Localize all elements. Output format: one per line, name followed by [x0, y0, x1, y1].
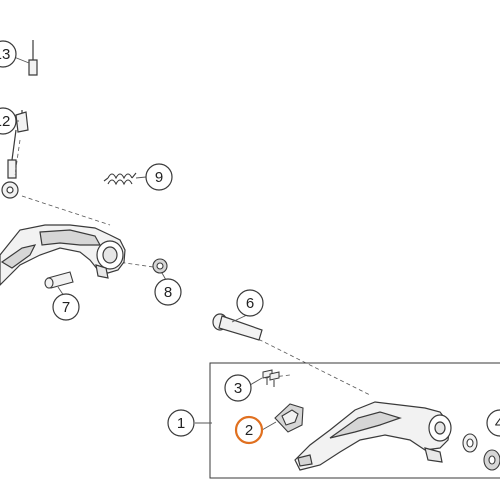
- brake-pedal-upper: [0, 224, 126, 286]
- callout-2-highlighted: 2: [234, 415, 264, 445]
- screws-part: [262, 369, 280, 387]
- callout-13: 13: [0, 40, 17, 68]
- svg-text:9: 9: [155, 169, 163, 186]
- svg-text:8: 8: [164, 284, 172, 301]
- assembly-box: [209, 362, 500, 479]
- svg-text:13: 13: [0, 46, 10, 63]
- callout-1: 1: [167, 409, 195, 437]
- nut-part: [152, 258, 168, 274]
- spring-part: [103, 172, 137, 186]
- svg-text:1: 1: [177, 415, 185, 432]
- bolt-part: [212, 313, 263, 341]
- callout-4: 4: [486, 409, 500, 437]
- callout-9: 9: [145, 163, 173, 191]
- leader-lines: [13, 56, 277, 431]
- callout-8: 8: [154, 278, 182, 306]
- svg-text:3: 3: [234, 380, 242, 397]
- svg-text:6: 6: [246, 295, 254, 312]
- callout-6: 6: [236, 289, 264, 317]
- svg-text:7: 7: [62, 299, 70, 316]
- brake-pedal-lower: [294, 401, 452, 471]
- callout-12: 12: [0, 107, 17, 135]
- dashed-axis-lines: [14, 139, 371, 396]
- bushing-parts: [462, 433, 500, 471]
- callout-7: 7: [52, 293, 80, 321]
- pin-part: [44, 271, 74, 289]
- svg-text:12: 12: [0, 113, 10, 130]
- callout-3: 3: [224, 374, 252, 402]
- svg-text:2: 2: [245, 422, 253, 439]
- svg-text:4: 4: [495, 415, 500, 432]
- pushrod-assembly: [1, 40, 38, 199]
- pedal-pad-part: [274, 403, 304, 433]
